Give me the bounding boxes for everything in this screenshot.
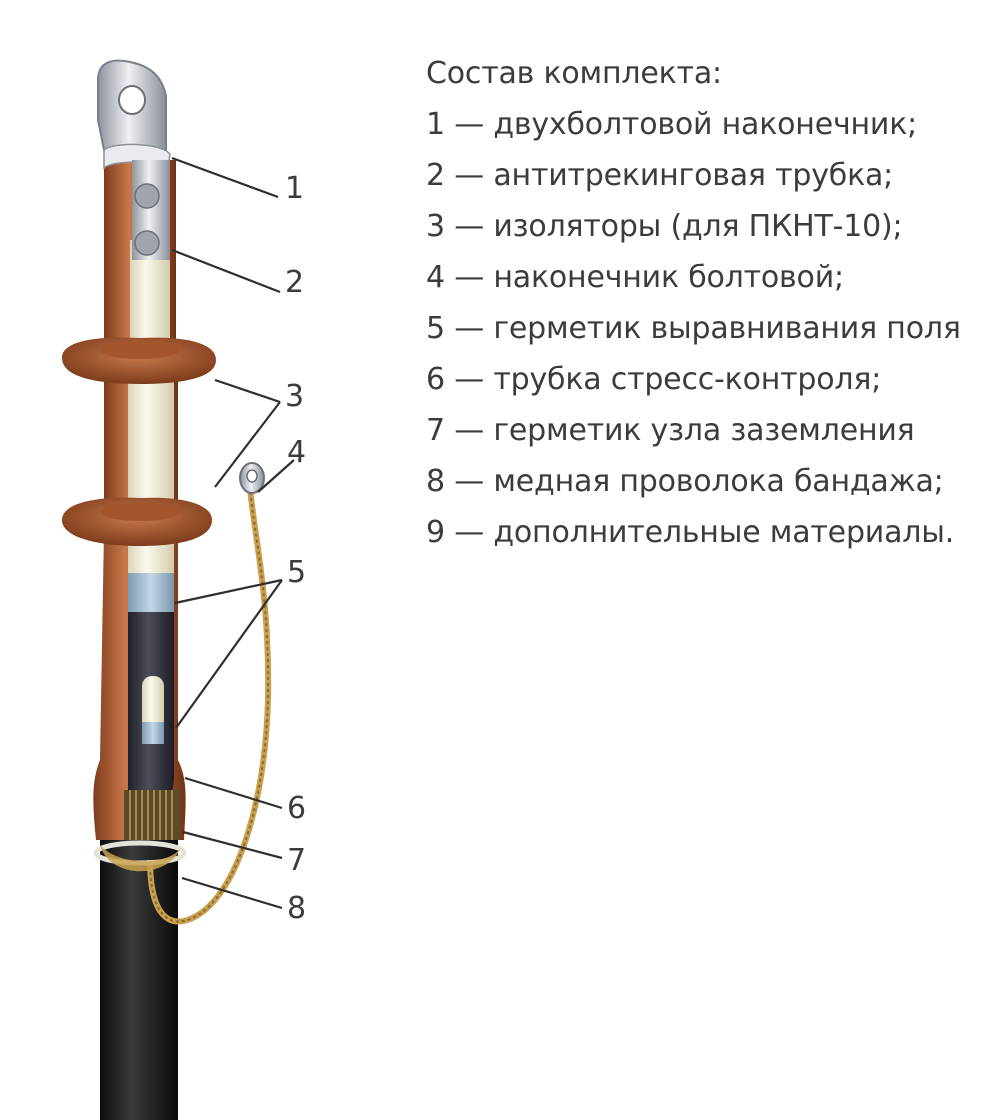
legend-item-3: 3 — изоляторы (для ПКНТ-10);	[426, 209, 903, 244]
callout-8: 8	[287, 891, 306, 926]
insulation-window	[142, 676, 164, 732]
insulator-skirt-upper	[62, 337, 216, 384]
legend-item-4: 4 — наконечник болтовой;	[426, 260, 844, 295]
bolted-lug	[239, 462, 265, 494]
legend-item-1: 1 — двухболтовой наконечник;	[426, 107, 918, 142]
insulator-skirt-lower	[62, 497, 212, 546]
kit-contents-legend: Состав комплекта: 1 — двухболтовой након…	[426, 48, 996, 558]
callout-7: 7	[287, 843, 306, 878]
legend-item-6: 6 — трубка стресс-контроля;	[426, 362, 882, 397]
legend-item-2: 2 — антитрекинговая трубка;	[426, 158, 894, 193]
callout-5: 5	[287, 555, 306, 590]
field-grading-sealant-bottom	[142, 722, 164, 744]
callout-3: 3	[285, 379, 304, 414]
field-grading-sealant-top	[128, 572, 174, 612]
callout-1: 1	[285, 171, 304, 206]
insulation-core	[128, 372, 174, 512]
callout-6: 6	[287, 791, 306, 826]
two-bolt-lug	[97, 59, 171, 260]
legend-title: Состав комплекта:	[426, 56, 722, 91]
legend-item-8: 8 — медная проволока бандажа;	[426, 464, 944, 499]
leader-lines	[171, 156, 295, 910]
legend-item-5: 5 — герметик выравнивания поля	[426, 311, 961, 346]
earthing-braid	[124, 790, 180, 840]
earthing-sealant	[100, 845, 182, 872]
callout-2: 2	[285, 265, 304, 300]
callout-4: 4	[287, 435, 306, 470]
legend-item-9: 9 — дополнительные материалы.	[426, 515, 955, 550]
cable-jacket	[100, 840, 178, 1120]
legend-item-7: 7 — герметик узла заземления	[426, 413, 915, 448]
